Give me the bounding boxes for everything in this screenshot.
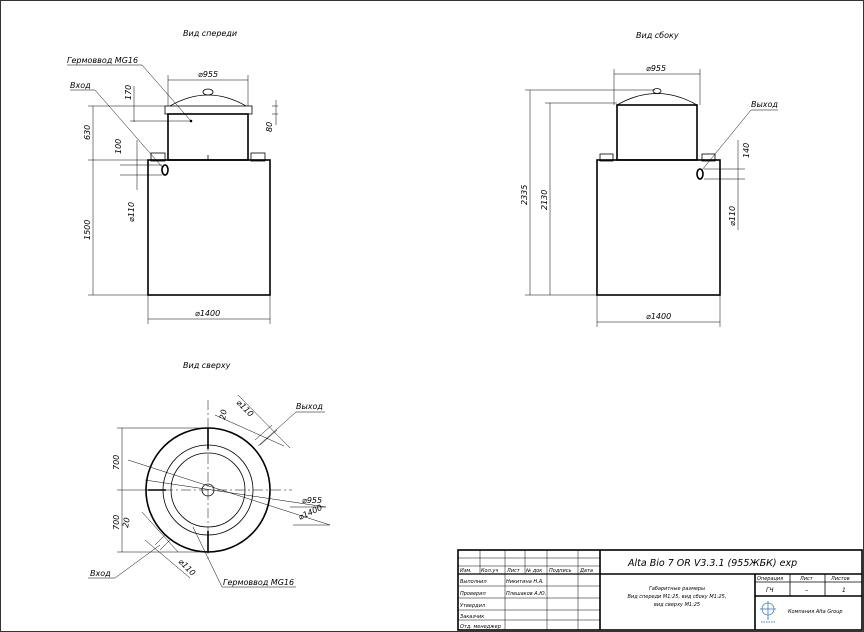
top-dim-outlet-20: 20	[218, 409, 229, 421]
tb-header-izm: Изм.	[460, 568, 472, 574]
tb-header-date: Дата	[579, 568, 593, 574]
tb-sheet-value: –	[805, 587, 808, 594]
tb-stage-label: Операция	[757, 576, 783, 582]
tb-description-line3: вид сверху М1:25	[654, 602, 700, 608]
tb-description-line1: Габаритные размеры	[649, 586, 705, 592]
side-view: Вид сбоку ⌀955 ⌀1400 2335 2130 140 ⌀110 …	[520, 31, 778, 327]
side-lug-right	[701, 153, 716, 162]
top-dim-d1400: ⌀1400	[297, 503, 324, 522]
tb-role-manager: Отд. менеджер	[460, 624, 501, 630]
side-label-outlet: Выход	[751, 100, 778, 109]
side-dim-2335: 2335	[520, 185, 529, 205]
front-label-gland: Гермоввод MG16	[67, 56, 138, 65]
top-label-gland: Гермоввод MG16	[223, 578, 294, 587]
front-flange	[164, 105, 253, 115]
tb-name-performed: Никитина Н.А.	[506, 579, 544, 585]
tb-stage-value: ГЧ	[766, 587, 773, 594]
front-dim-d1400: ⌀1400	[195, 309, 220, 318]
side-dome-handle	[652, 88, 662, 94]
side-dim-140: 140	[742, 143, 751, 158]
side-neck	[616, 104, 698, 161]
top-view-title: Вид сверху	[183, 361, 231, 370]
side-dim-d110: ⌀110	[728, 206, 737, 226]
side-outlet-pipe	[696, 168, 704, 180]
top-dim-d955: ⌀955	[302, 496, 322, 505]
top-view: Вид сверху 700 700 ⌀955 ⌀1400 ⌀110 20 Вы…	[88, 361, 331, 588]
front-lug-left	[150, 152, 166, 162]
tb-sheets-label: Листов	[830, 576, 850, 582]
side-dim-2130: 2130	[540, 190, 549, 210]
front-view: Вид спереди ⌀955 ⌀1400 630 1500 170 100 …	[67, 29, 278, 324]
side-view-title: Вид сбоку	[636, 31, 679, 40]
tb-header-kolvo: Кол.уч	[481, 568, 498, 574]
tb-header-signature: Подпись	[549, 568, 572, 574]
company-logo-icon	[760, 601, 776, 623]
front-lug-right	[250, 152, 266, 162]
top-neck-circle	[170, 452, 246, 528]
front-view-title: Вид спереди	[183, 29, 237, 38]
tb-header-list: Лист	[506, 568, 521, 574]
tb-role-checked: Проверил	[460, 591, 486, 597]
front-label-inlet: Вход	[70, 81, 91, 90]
front-dim-1500: 1500	[83, 220, 92, 240]
front-dim-d110: ⌀110	[127, 202, 136, 222]
tb-role-customer: Заказчик	[460, 614, 484, 620]
front-dome-handle	[202, 88, 214, 96]
tb-role-approved: Утвердил	[460, 603, 486, 609]
front-dim-80: 80	[265, 122, 274, 132]
top-dim-inlet-20: 20	[121, 517, 132, 529]
side-dim-d1400: ⌀1400	[646, 312, 671, 321]
top-label-outlet: Выход	[296, 402, 323, 411]
title-block: Изм. Кол.уч Лист № док Подпись Дата Выпо…	[457, 549, 863, 631]
side-dim-d955: ⌀955	[646, 64, 666, 73]
top-dim-700-lower: 700	[112, 515, 121, 530]
side-lug-left	[599, 153, 614, 162]
tb-sheet-label: Лист	[799, 576, 814, 582]
top-dim-inlet-d110: ⌀110	[177, 557, 198, 578]
front-inlet-pipe	[161, 164, 169, 176]
tb-role-performed: Выполнил	[460, 579, 487, 585]
top-label-inlet: Вход	[90, 569, 111, 578]
tb-document-title: Alta Bio 7 OR V3.3.1 (955ЖБК) exp	[627, 558, 797, 569]
front-dim-630: 630	[83, 125, 92, 140]
front-dim-170: 170	[124, 85, 133, 100]
tb-name-checked: Плешаков А.Ю.	[506, 591, 546, 597]
top-dim-outlet-d110: ⌀110	[235, 398, 256, 419]
side-tank-body	[596, 159, 721, 296]
front-dim-d955: ⌀955	[198, 70, 218, 79]
tb-header-doc: № док	[525, 568, 542, 574]
front-dim-100: 100	[114, 139, 123, 154]
top-dim-700-upper: 700	[112, 455, 121, 470]
front-dome	[169, 94, 247, 107]
front-tank-body	[147, 159, 271, 296]
tb-company: Компания Alta Group	[788, 609, 843, 615]
top-center-hatch	[201, 483, 215, 497]
tb-description-line2: Вид спереди М1:25, вид сбоку М1:25,	[628, 594, 727, 600]
tb-sheets-value: 1	[842, 587, 846, 594]
side-dome	[616, 93, 698, 106]
